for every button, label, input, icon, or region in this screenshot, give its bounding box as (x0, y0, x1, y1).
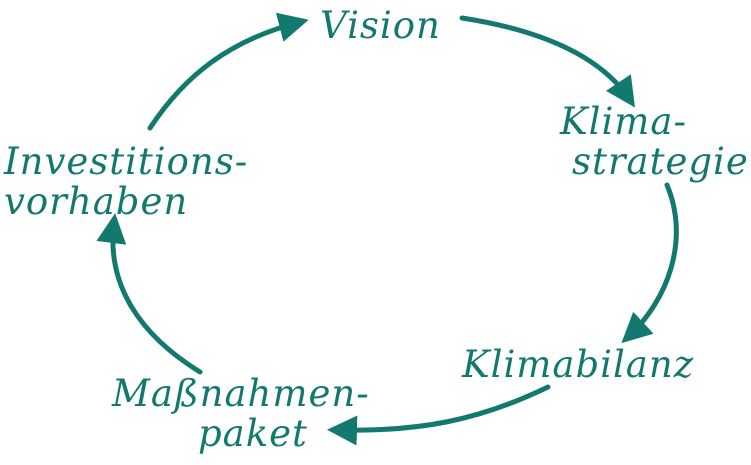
step-klimastrategie-line-2: strategie (572, 140, 749, 183)
arrow-klimastrategie-to-klimabilanz (621, 182, 679, 344)
arrow-vision-to-klimastrategie (459, 15, 635, 108)
step-klimabilanz-line-1: Klimabilanz (462, 343, 695, 386)
step-vision-line-1: Vision (320, 4, 441, 47)
step-massnahmenpaket: Maßnahmen- paket (112, 374, 370, 454)
arrow-investitionsvorhaben-to-vision (147, 12, 309, 131)
step-klimastrategie: Klima- strategie (560, 102, 749, 182)
step-investitionsvorhaben-line-1: Investitions- (4, 140, 249, 183)
step-vision: Vision (320, 6, 441, 46)
step-klimabilanz: Klimabilanz (462, 345, 694, 385)
arrow-klimabilanz-to-massnahmenpaket (327, 384, 551, 446)
arrow-massnahmenpaket-to-investitionsvorhaben (96, 213, 203, 375)
step-investitionsvorhaben: Investitions- vorhaben (4, 142, 248, 222)
step-klimastrategie-line-1: Klima- (560, 100, 687, 143)
step-investitionsvorhaben-line-2: vorhaben (4, 180, 189, 223)
step-massnahmenpaket-line-2: paket (198, 412, 308, 455)
step-massnahmenpaket-line-1: Maßnahmen- (112, 372, 370, 415)
